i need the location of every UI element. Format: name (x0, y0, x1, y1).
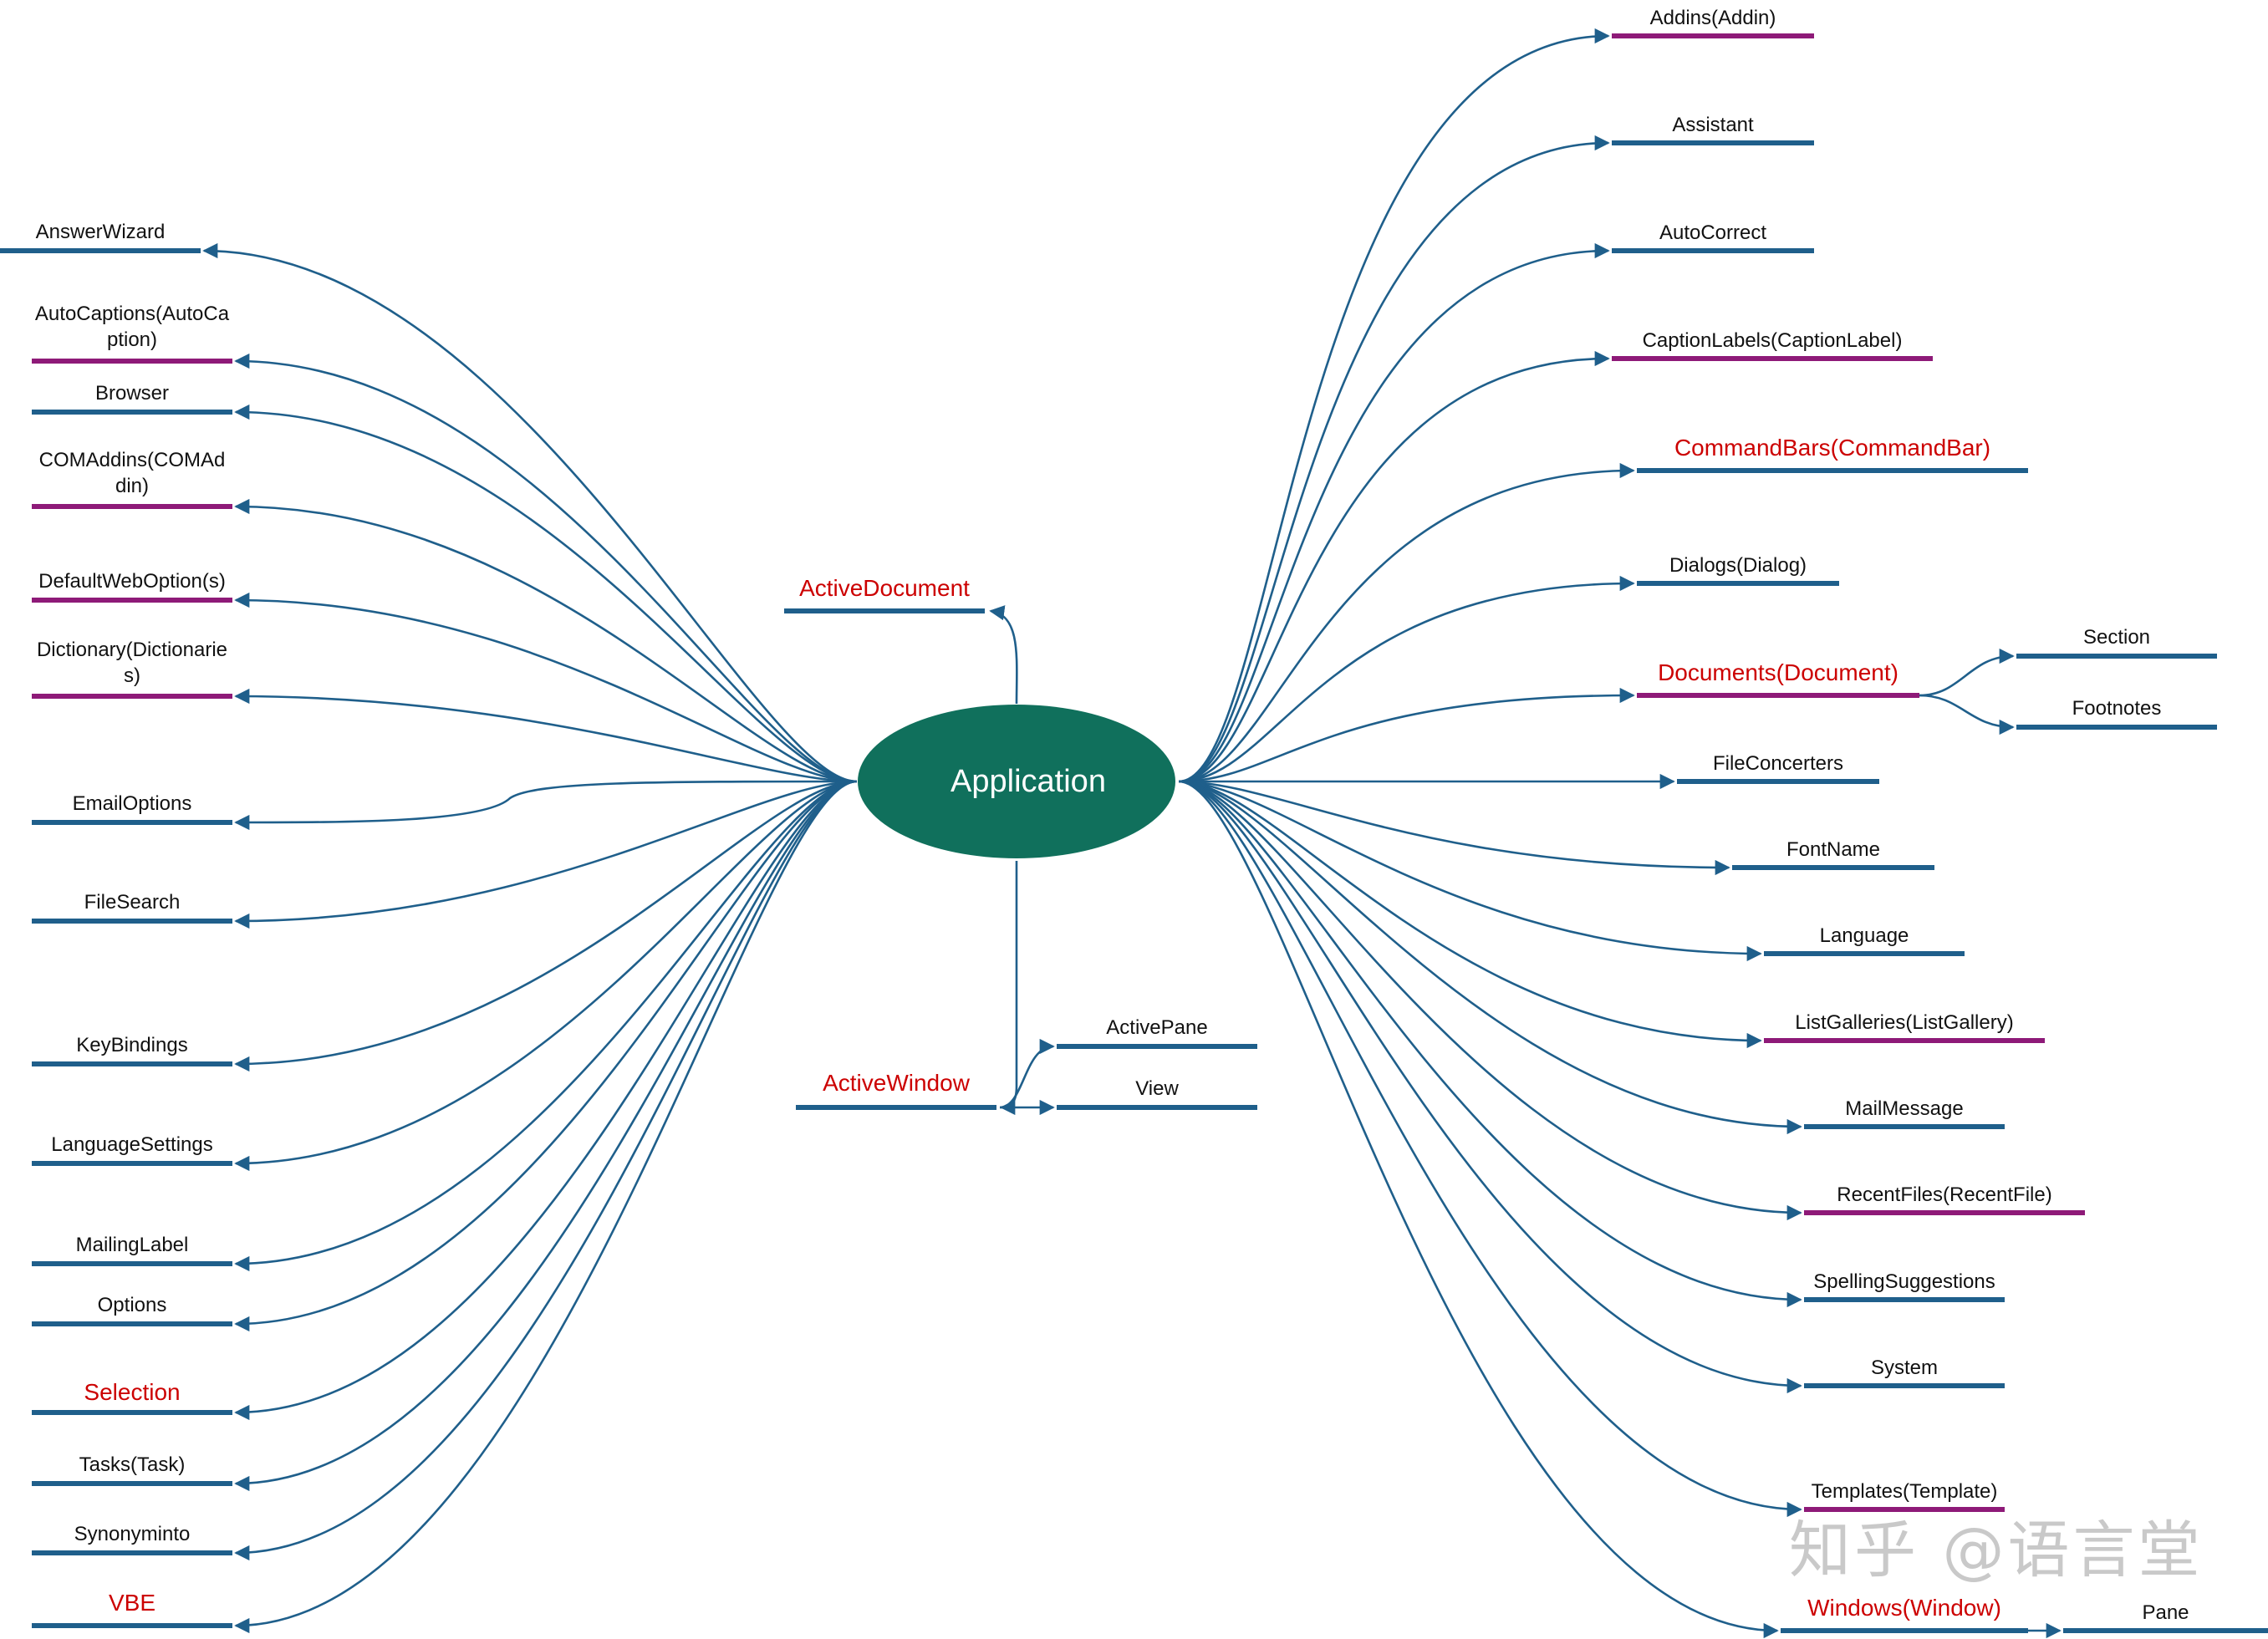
left-node-vbe-connector (234, 780, 858, 1634)
child-node-activepane-connector (999, 1038, 1055, 1109)
left-node-languagesettings-label: LanguageSettings (51, 1133, 213, 1156)
left-node-emailoptions-connector (234, 780, 858, 831)
top-node-connector (989, 605, 1018, 705)
right-node-fontname-label: FontName (1786, 838, 1881, 861)
right-node-language-label: Language (1819, 924, 1909, 947)
child-node-section-label: Section (2082, 626, 2151, 649)
left-node-languagesettings-connector (234, 780, 858, 1172)
left-node-tasks-task-label: Tasks(Task) (79, 1453, 186, 1476)
right-node-commandbars-commandbar-connector (1178, 462, 1635, 783)
right-node-assistant-label: Assistant (1672, 114, 1754, 136)
right-node-system-connector (1178, 780, 1802, 1394)
right-node-spellingsuggestions-connector (1178, 780, 1802, 1308)
right-node-addins-addin-connector (1178, 28, 1610, 783)
center-node (858, 705, 1175, 858)
watermark: 知乎 @语言堂 (1789, 1514, 2204, 1586)
left-node-browser-label: Browser (94, 382, 170, 405)
left-node-synonyminto-connector (234, 780, 858, 1561)
left-node-selection-label: Selection (84, 1379, 181, 1405)
child-node-view-label: View (1135, 1077, 1179, 1100)
left-node-dictionary-dictionaries-label: Dictionary(Dictionaries) (36, 639, 228, 687)
bottom-node-connector (1000, 861, 1018, 1116)
right-node-templates-template-label: Templates(Template) (1811, 1480, 1998, 1503)
right-node-dialogs-dialog-connector (1178, 575, 1635, 783)
center-node-label: Application (951, 763, 1106, 799)
right-node-assistant-connector (1178, 135, 1610, 783)
left-node-keybindings-connector (234, 780, 858, 1072)
right-node-listgalleries-listgallery-connector (1178, 780, 1762, 1049)
child-node-activepane-label: ActivePane (1106, 1016, 1208, 1039)
right-node-captionlabels-captionlabel-label: CaptionLabels(CaptionLabel) (1642, 329, 1903, 352)
child-node-footnotes-label: Footnotes (2072, 697, 2162, 720)
child-node-pane-label: Pane (2142, 1601, 2189, 1624)
right-node-addins-addin-label: Addins(Addin) (1649, 7, 1776, 29)
right-node-autocorrect-label: AutoCorrect (1659, 221, 1767, 244)
right-node-windows-window-connector (1178, 780, 1779, 1639)
left-node-defaultweboption-s-connector (234, 592, 858, 783)
right-node-autocorrect-connector (1178, 242, 1610, 783)
right-node-mailmessage-connector (1178, 780, 1802, 1135)
left-node-dictionary-dictionaries-connector (234, 688, 858, 783)
right-node-documents-document-label: Documents(Document) (1658, 659, 1898, 685)
left-node-answerwizard-label: AnswerWizard (35, 221, 166, 243)
left-node-comaddins-comaddin-connector (234, 498, 858, 783)
right-node-templates-template-connector (1178, 780, 1802, 1518)
left-node-autocaptions-autocaption-connector (234, 353, 858, 783)
left-node-emailoptions-label: EmailOptions (72, 792, 192, 815)
left-node-tasks-task-connector (234, 780, 858, 1492)
left-node-options-label: Options (97, 1294, 167, 1316)
right-node-dialogs-dialog-label: Dialogs(Dialog) (1669, 554, 1807, 577)
left-node-comaddins-comaddin-label: COMAddins(COMAddin) (38, 449, 226, 497)
left-node-synonyminto-label: Synonyminto (74, 1523, 191, 1545)
right-node-recentfiles-recentfile-connector (1178, 780, 1802, 1221)
left-node-defaultweboption-s-label: DefaultWebOption(s) (38, 570, 226, 593)
right-node-documents-document-connector (1178, 687, 1635, 783)
right-node-language-connector (1178, 780, 1762, 962)
left-node-mailinglabel-connector (234, 780, 858, 1272)
right-node-spellingsuggestions-label: SpellingSuggestions (1813, 1270, 1995, 1293)
left-node-mailinglabel-label: MailingLabel (75, 1234, 189, 1256)
bottom-node-label: ActiveWindow (823, 1070, 970, 1096)
right-node-fileconcerters-label: FileConcerters (1712, 752, 1844, 775)
left-node-browser-connector (234, 404, 858, 783)
right-node-system-label: System (1870, 1357, 1938, 1379)
child-node-section-connector (1919, 648, 2015, 697)
left-node-selection-connector (234, 780, 858, 1421)
top-node-label: ActiveDocument (799, 575, 970, 601)
right-node-fontname-connector (1178, 780, 1730, 876)
left-node-options-connector (234, 780, 858, 1332)
left-node-filesearch-label: FileSearch (84, 891, 181, 914)
right-node-recentfiles-recentfile-label: RecentFiles(RecentFile) (1837, 1183, 2052, 1206)
left-node-keybindings-label: KeyBindings (76, 1034, 188, 1056)
left-node-autocaptions-autocaption-label: AutoCaptions(AutoCaption) (34, 303, 230, 351)
left-node-vbe-label: VBE (108, 1590, 156, 1616)
right-node-listgalleries-listgallery-label: ListGalleries(ListGallery) (1795, 1011, 2014, 1034)
right-node-commandbars-commandbar-label: CommandBars(CommandBar) (1674, 435, 1991, 461)
right-node-windows-window-label: Windows(Window) (1807, 1595, 2001, 1621)
right-node-captionlabels-captionlabel-connector (1178, 350, 1610, 783)
left-node-filesearch-connector (234, 780, 858, 929)
child-node-footnotes-connector (1919, 694, 2015, 736)
left-node-answerwizard-connector (202, 242, 858, 783)
right-node-mailmessage-label: MailMessage (1845, 1097, 1964, 1120)
